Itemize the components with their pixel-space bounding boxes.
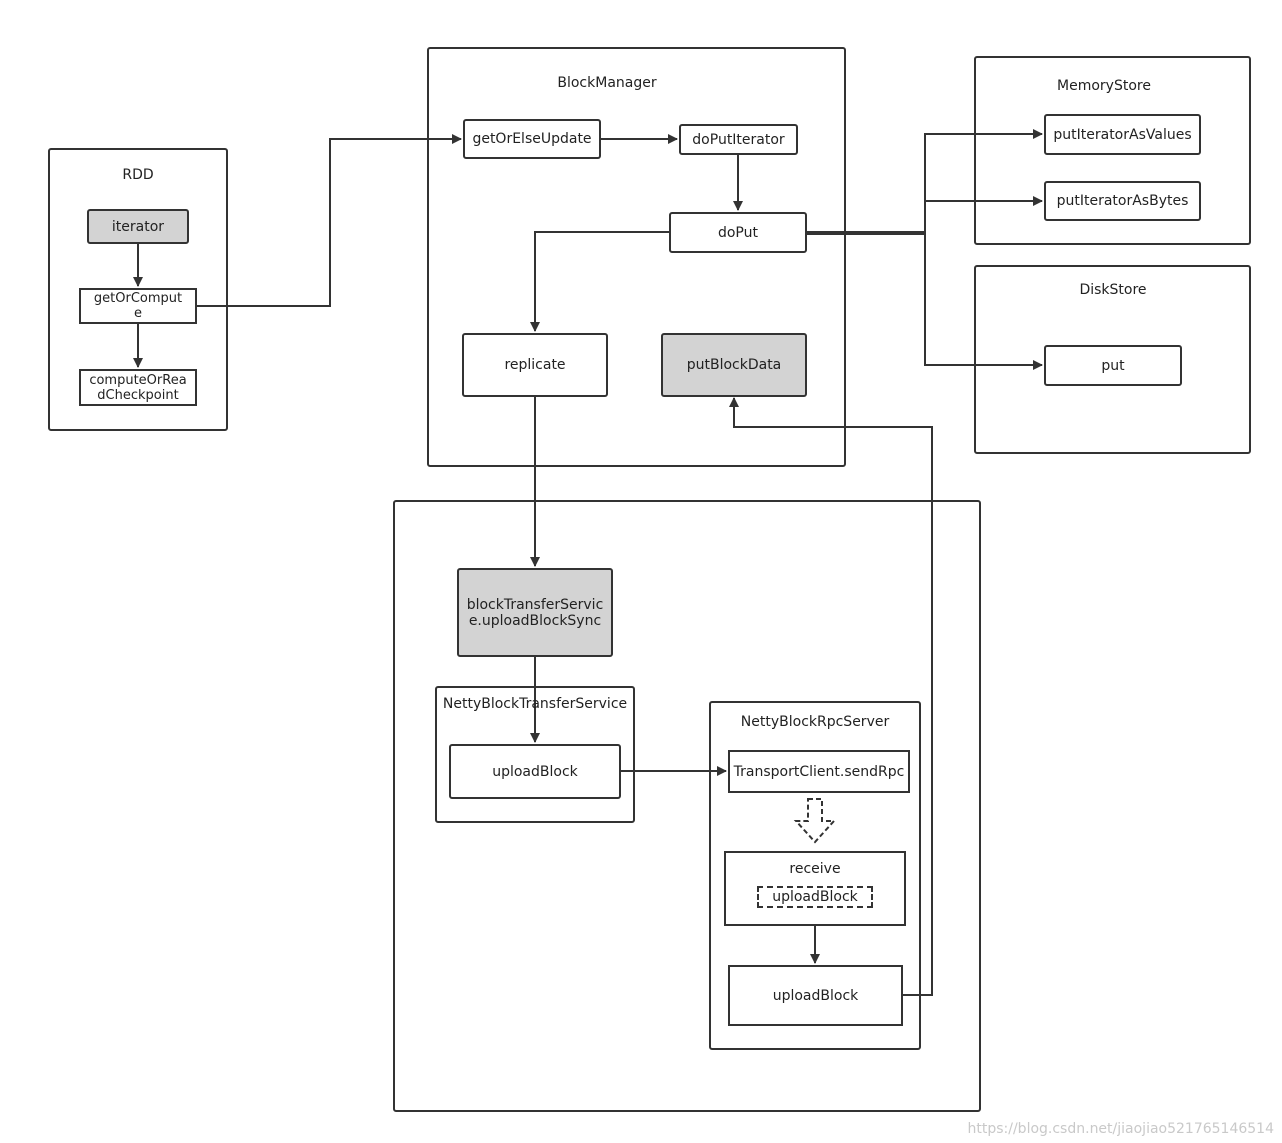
edge-doput-to-replicate [530, 231, 669, 332]
node-putiteratorasbytes-label: putIteratorAsBytes [1056, 193, 1189, 209]
node-putiteratorasvalues-label: putIteratorAsValues [1053, 126, 1192, 143]
node-putblockdata-label: putBlockData [686, 357, 782, 373]
diskstore-container: DiskStore [974, 265, 1251, 454]
node-uploadblock-client-label: uploadBlock [492, 763, 578, 780]
node-putiteratorasvalues: putIteratorAsValues [1044, 114, 1201, 155]
node-iterator: iterator [87, 209, 189, 244]
node-uploadblocksync: blockTransferService.uploadBlockSync [457, 568, 613, 657]
watermark: https://blog.csdn.net/jiaojiao5217651465… [967, 1121, 1275, 1137]
diskstore-title: DiskStore [1079, 282, 1147, 298]
transfer-container [393, 500, 981, 1112]
node-uploadblock-server-label: uploadBlock [772, 987, 859, 1004]
node-getorelseupdate: getOrElseUpdate [463, 119, 601, 159]
node-receive-label: receive [789, 861, 841, 877]
memorystore-container: MemoryStore [974, 56, 1251, 245]
node-doputiterator: doPutIterator [679, 124, 798, 155]
rdd-container: RDD [48, 148, 228, 431]
nettyblocktransferservice-container: NettyBlockTransferService [435, 686, 635, 823]
node-getorcompute-label: getOrCompute [93, 291, 183, 321]
node-iterator-label: iterator [111, 218, 165, 235]
node-transportclient-sendrpc-label: TransportClient.sendRpc [733, 763, 905, 780]
node-doput-label: doPut [717, 224, 758, 241]
node-computeorreadcheckpoint: computeOrReadCheckpoint [79, 369, 197, 406]
node-put-label: put [1101, 357, 1125, 374]
node-receive-uploadblock: uploadBlock [757, 886, 873, 908]
nettyblockrpcserver-title: NettyBlockRpcServer [740, 714, 890, 730]
blockmanager-container: BlockManager [427, 47, 846, 467]
nettyblocktransferservice-title: NettyBlockTransferService [442, 696, 628, 712]
blockmanager-title: BlockManager [557, 75, 657, 91]
node-computeorreadcheckpoint-label: computeOrReadCheckpoint [89, 372, 187, 403]
node-putblockdata: putBlockData [661, 333, 807, 397]
edge-getorcompute-to-getorelseupdate [197, 134, 462, 307]
edge-doput-to-put [806, 231, 1043, 370]
node-uploadblock-client: uploadBlock [449, 744, 621, 799]
dashed-down-arrow-icon [793, 798, 837, 844]
node-put: put [1044, 345, 1182, 386]
node-doputiterator-label: doPutIterator [692, 131, 785, 148]
node-transportclient-sendrpc: TransportClient.sendRpc [728, 750, 910, 793]
node-receive-uploadblock-label: uploadBlock [772, 889, 858, 905]
memorystore-title: MemoryStore [1057, 78, 1151, 94]
edge-uploadblock-to-putblockdata [729, 397, 933, 996]
edge-doput-to-putiteratorasbytes [806, 196, 1043, 235]
node-doput: doPut [669, 212, 807, 253]
nettyblockrpcserver-container: NettyBlockRpcServer [709, 701, 921, 1050]
node-uploadblocksync-label: blockTransferService.uploadBlockSync [466, 596, 604, 629]
node-replicate-label: replicate [504, 357, 566, 373]
rdd-title: RDD [122, 167, 154, 183]
node-replicate: replicate [462, 333, 608, 397]
node-getorelseupdate-label: getOrElseUpdate [472, 131, 592, 147]
node-getorcompute: getOrCompute [79, 288, 197, 324]
node-putiteratorasbytes: putIteratorAsBytes [1044, 181, 1201, 221]
node-uploadblock-server: uploadBlock [728, 965, 903, 1026]
